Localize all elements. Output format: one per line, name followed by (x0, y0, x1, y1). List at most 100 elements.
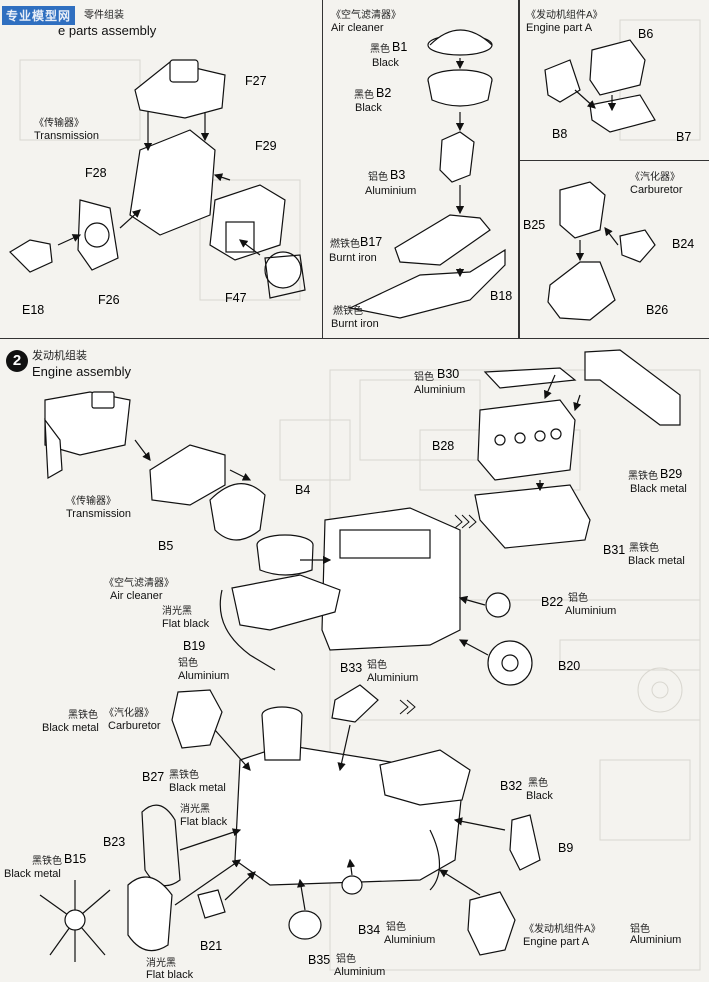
flat-black-2-cn: 消光黑 (180, 804, 210, 815)
engine-part-a-title-cn: 《发动机组件A》 (526, 10, 603, 21)
panel-engine-part-a (518, 0, 709, 161)
part-label-b3: B3 (390, 168, 406, 182)
step2-engine-a-en: Engine part A (523, 936, 590, 948)
b35-paint-en: Aluminium (334, 966, 386, 978)
b3-paint-en: Aluminium (365, 185, 417, 197)
part-label-f29: F29 (255, 139, 277, 153)
b17-paint-cn: 燃铁色 (330, 239, 360, 250)
part-label-b22: B22 (541, 595, 564, 609)
b33-paint-en: Aluminium (367, 672, 419, 684)
part-label-f28: F28 (85, 166, 107, 180)
engine-part-a-drawing (544, 39, 656, 133)
b30-paint-cn: 铝色 (414, 372, 434, 383)
b31-paint-cn: 黑铁色 (629, 543, 659, 554)
step2-air-cleaner-en: Air cleaner (110, 590, 163, 602)
step-2-title-en: Engine assembly (32, 364, 131, 379)
b27-paint-en: Black metal (169, 782, 226, 794)
step2-carburetor-cn: 《汽化器》 (104, 708, 154, 719)
b18-paint-cn: 燃铁色 (333, 306, 363, 317)
part-label-b34: B34 (358, 923, 381, 937)
transmission-drawing (9, 59, 306, 299)
part-label-b17: B17 (360, 235, 383, 249)
step2-transmission-en: Transmission (66, 508, 131, 520)
air-cleaner-title-cn: 《空气滤清器》 (331, 10, 401, 21)
transmission-group-cn: 《传输器》 (34, 118, 84, 129)
transmission-panel-title-en: e parts assembly (58, 23, 157, 38)
b22-paint-en: Aluminium (565, 605, 617, 617)
b33-paint-cn: 铝色 (367, 660, 387, 671)
flat-black-1-en: Flat black (162, 618, 210, 630)
b1-paint-cn: 黑色 (370, 44, 390, 55)
flat-black-1-cn: 消光黑 (162, 606, 192, 617)
b34-paint-en: Aluminium (384, 934, 436, 946)
part-label-b21: B21 (200, 939, 223, 953)
panel-air-cleaner (322, 0, 520, 339)
transmission-panel-title-cn: 零件组装 (84, 10, 124, 21)
b30-paint-en: Aluminium (414, 384, 466, 396)
flat-black-3-en: Flat black (146, 969, 194, 981)
b19-paint-cn: 铝色 (178, 658, 198, 669)
b19-paint-en: Aluminium (178, 670, 230, 682)
step-2-title-cn: 发动机组装 (32, 350, 87, 362)
part-label-b9: B9 (558, 841, 574, 855)
part-label-b25: B25 (523, 218, 546, 232)
part-label-b35: B35 (308, 953, 331, 967)
part-label-b19: B19 (183, 639, 206, 653)
part-label-b5: B5 (158, 539, 174, 553)
air-cleaner-drawing (348, 29, 506, 319)
b9-paint-cn: 铝色 (630, 924, 650, 935)
panel-carburetor (518, 160, 709, 339)
b15-paint-cn: 黑铁色 (32, 856, 62, 867)
engine-part-a-title-en: Engine part A (526, 22, 593, 34)
step2-carburetor-en: Carburetor (108, 720, 161, 732)
b3-paint-cn: 铝色 (368, 172, 388, 183)
b32-paint-cn: 黑色 (528, 778, 548, 789)
carburetor-drawing (547, 181, 656, 321)
b34-paint-cn: 铝色 (386, 922, 406, 933)
part-label-b33: B33 (340, 661, 363, 675)
b27-paint-cn: 黑铁色 (169, 770, 199, 781)
b18-paint-en: Burnt iron (331, 318, 379, 330)
step-2-badge: 2 (6, 350, 28, 372)
part-label-f27: F27 (245, 74, 267, 88)
carburetor-title-en: Carburetor (630, 184, 683, 196)
air-cleaner-title-en: Air cleaner (331, 22, 384, 34)
part-label-b2: B2 (376, 86, 392, 100)
b15-paint-en: Black metal (4, 868, 61, 880)
part-label-b8: B8 (552, 127, 568, 141)
b17-paint-en: Burnt iron (329, 252, 377, 264)
b22-paint-cn: 铝色 (568, 593, 588, 604)
b31-paint-en: Black metal (628, 555, 685, 567)
part-label-b15: B15 (64, 852, 87, 866)
b2-paint-cn: 黑色 (354, 90, 374, 101)
engine-assembly-drawing (39, 349, 681, 962)
part-label-e18: E18 (22, 303, 45, 317)
step2-air-cleaner-cn: 《空气滤清器》 (104, 578, 174, 589)
part-label-b30: B30 (437, 367, 460, 381)
flat-black-3-cn: 消光黑 (146, 958, 176, 969)
part-label-b4: B4 (295, 483, 311, 497)
part-label-b20: B20 (558, 659, 581, 673)
part-label-b29: B29 (660, 467, 683, 481)
watermark-logo: 专业模型网 (2, 6, 76, 25)
b35-paint-cn: 铝色 (336, 954, 356, 965)
part-label-b24: B24 (672, 237, 695, 251)
part-label-b6: B6 (638, 27, 654, 41)
step2-engine-a-cn: 《发动机组件A》 (524, 924, 601, 935)
part-label-b1: B1 (392, 40, 408, 54)
transmission-group-en: Transmission (34, 130, 99, 142)
carburetor-title-cn: 《汽化器》 (630, 172, 680, 183)
part-label-b31: B31 (603, 543, 626, 557)
step2-transmission-cn: 《传输器》 (66, 496, 116, 507)
b9-paint-en: Aluminium (630, 934, 682, 946)
b32-paint-en: Black (526, 790, 553, 802)
carburetor-paint-en: Black metal (42, 722, 99, 734)
part-label-b26: B26 (646, 303, 669, 317)
b29-paint-en: Black metal (630, 483, 687, 495)
b2-paint-en: Black (355, 102, 382, 114)
part-label-b7: B7 (676, 130, 692, 144)
part-label-f26: F26 (98, 293, 120, 307)
part-label-b23: B23 (103, 835, 126, 849)
